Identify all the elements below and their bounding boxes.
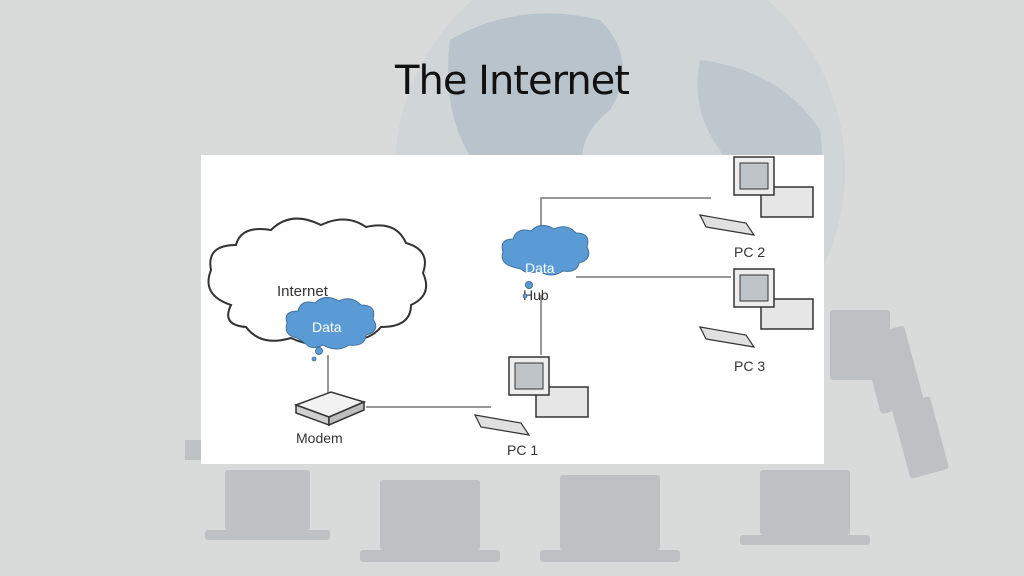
desktop-computer-icon — [473, 356, 589, 436]
page-title: The Internet — [395, 58, 630, 104]
modem-label: Modem — [296, 430, 343, 446]
internet-label: Internet — [277, 283, 329, 300]
desktop-computer-icon — [698, 156, 814, 236]
hub-label: Hub — [523, 287, 549, 303]
data-bubble-label: Data — [312, 319, 342, 335]
desktop-computer-icon — [698, 268, 814, 348]
pc-2: PC 2 — [698, 156, 814, 260]
pc-3-label: PC 3 — [734, 358, 765, 374]
modem-icon: Modem — [293, 391, 367, 446]
data-bubble-hub: Data — [501, 225, 590, 299]
pc-1: PC 1 — [473, 356, 589, 458]
data-bubble-internet: Data — [285, 297, 377, 362]
data-bubble-label: Data — [525, 260, 555, 276]
pc-1-label: PC 1 — [507, 442, 538, 458]
pc-2-label: PC 2 — [734, 244, 765, 260]
pc-3: PC 3 — [698, 268, 814, 374]
laptop-icon — [185, 310, 949, 562]
network-diagram: Internet Modem Hub PC 1 — [201, 155, 824, 464]
